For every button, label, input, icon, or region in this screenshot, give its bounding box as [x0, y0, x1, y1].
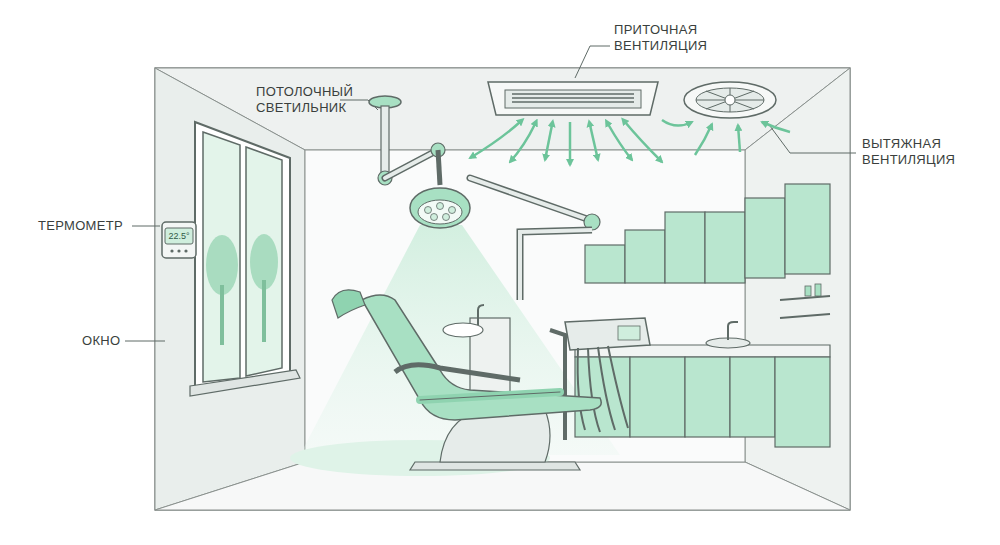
ceiling-light-label: ПОТОЛОЧНЫЙ СВЕТИЛЬНИК [256, 84, 366, 116]
exhaust-vent-label: ВЫТЯЖНАЯ ВЕНТИЛЯЦИЯ [862, 136, 972, 168]
supply-vent-label: ПРИТОЧНАЯ ВЕНТИЛЯЦИЯ [614, 22, 724, 54]
thermometer-label: ТЕРМОМЕТР [38, 218, 138, 234]
thermometer-reading: 22.5° [165, 230, 193, 242]
window-label: ОКНО [82, 333, 142, 349]
